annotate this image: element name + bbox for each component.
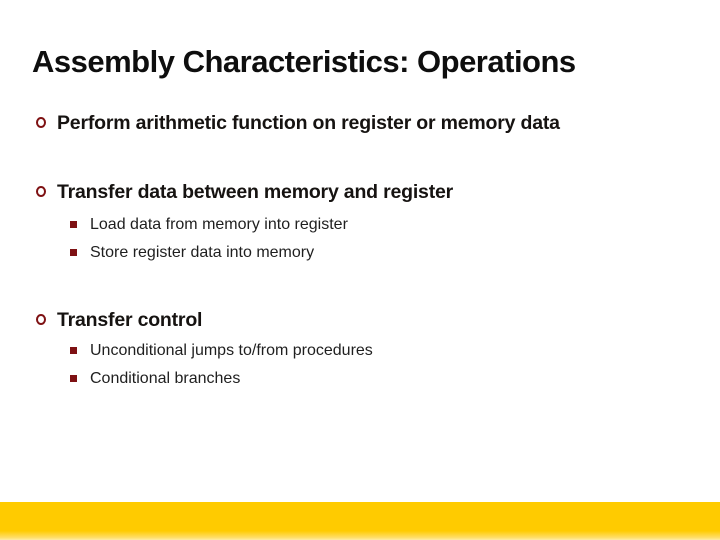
- slide-title: Assembly Characteristics: Operations: [32, 44, 576, 79]
- sub-bullet-item: Unconditional jumps to/from procedures: [0, 340, 720, 362]
- bullet-text: Transfer control: [57, 309, 203, 331]
- bullet-text: Transfer data between memory and registe…: [57, 181, 454, 203]
- bullet-text: Perform arithmetic function on register …: [57, 112, 560, 134]
- square-bullet-icon: [70, 249, 77, 256]
- bullet-item: Transfer control: [0, 307, 720, 333]
- sub-bullet-item: Store register data into memory: [0, 242, 720, 264]
- square-bullet-icon: [70, 375, 77, 382]
- sub-bullet-text: Store register data into memory: [90, 244, 315, 261]
- bullet-item: Perform arithmetic function on register …: [0, 110, 720, 136]
- circle-bullet-icon: [36, 186, 46, 197]
- sub-bullet-text: Load data from memory into register: [90, 216, 348, 233]
- square-bullet-icon: [70, 221, 77, 228]
- sub-bullet-item: Conditional branches: [0, 368, 720, 390]
- bottom-accent-bar: [0, 502, 720, 540]
- sub-bullet-text: Conditional branches: [90, 370, 241, 387]
- bullet-item: Transfer data between memory and registe…: [0, 179, 720, 205]
- circle-bullet-icon: [36, 117, 46, 128]
- sub-bullet-text: Unconditional jumps to/from procedures: [90, 342, 373, 359]
- square-bullet-icon: [70, 347, 77, 354]
- sub-bullet-item: Load data from memory into register: [0, 214, 720, 236]
- circle-bullet-icon: [36, 314, 46, 325]
